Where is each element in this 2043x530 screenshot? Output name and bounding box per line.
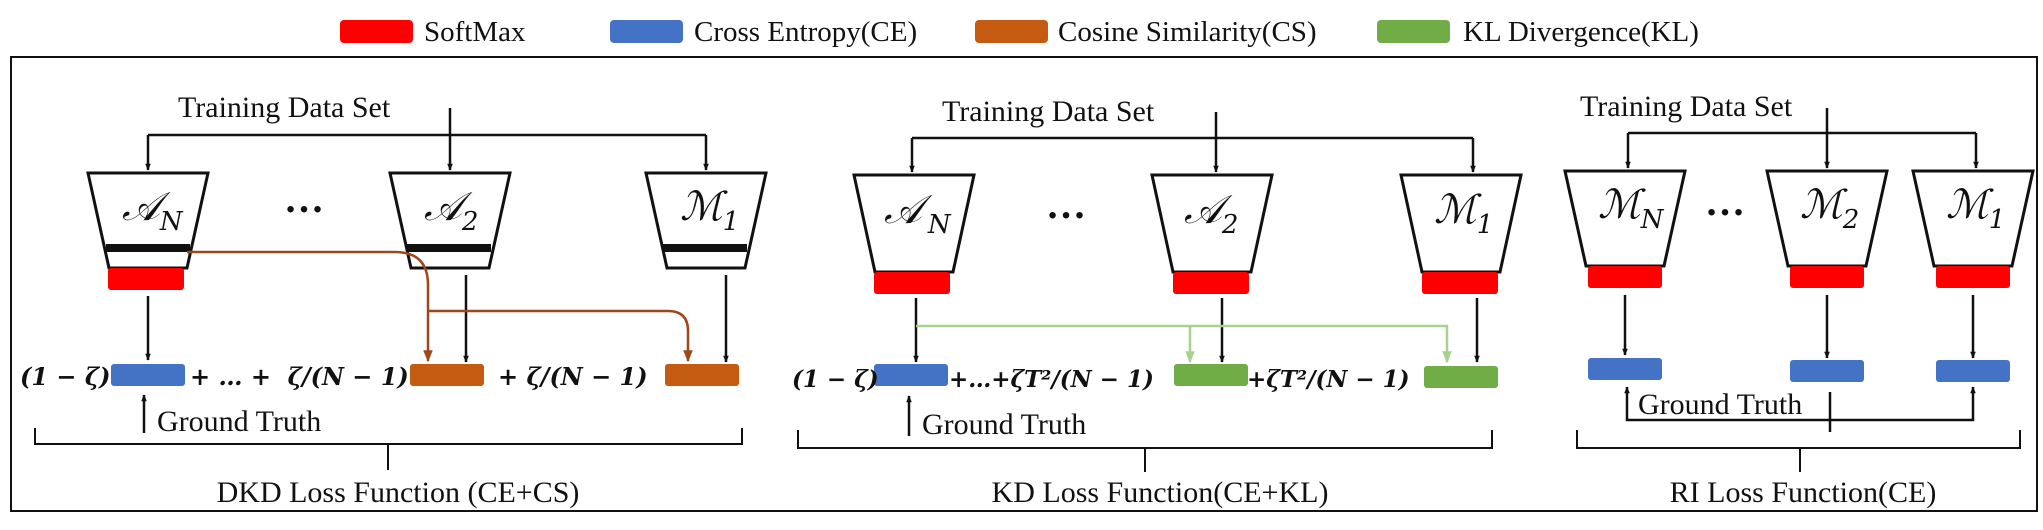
legend: SoftMax Cross Entropy(CE) Cosine Similar… <box>340 16 1699 48</box>
model-subscript: N <box>1640 205 1665 235</box>
model-block: ℳN <box>1563 169 1687 268</box>
panel-dkd: Training Data Set 𝒜N … 𝒜2 ℳ1 <box>20 91 768 509</box>
weight-term: + ζ/(N − 1) <box>498 362 648 391</box>
dataset-label: Training Data Set <box>1580 90 1793 123</box>
svg-text:ℳ1: ℳ1 <box>1946 182 2005 235</box>
model-subscript: 2 <box>1842 205 1860 235</box>
kl-divergence-block <box>1174 364 1248 386</box>
legend-swatch-cs <box>975 20 1048 43</box>
cosine-similarity-block <box>410 364 484 386</box>
model-subscript: 1 <box>1477 210 1494 240</box>
legend-label-cs: Cosine Similarity(CS) <box>1058 16 1317 48</box>
ellipsis: … <box>284 176 324 221</box>
svg-text:ℳ2: ℳ2 <box>1800 182 1859 235</box>
cross-entropy-block <box>1936 360 2010 382</box>
softmax-block <box>874 272 950 294</box>
weight-term: +…+ζT²/(N − 1) <box>949 366 1154 393</box>
softmax-block <box>108 268 184 290</box>
svg-text:𝒜2: 𝒜2 <box>1184 187 1238 240</box>
legend-label-softmax: SoftMax <box>424 16 526 48</box>
cross-entropy-block <box>1790 360 1864 382</box>
ground-truth-label: Ground Truth <box>1638 388 1802 421</box>
model-block: ℳ1 <box>644 171 768 270</box>
model-symbol: ℳ <box>1598 182 1646 228</box>
svg-text:𝒜2: 𝒜2 <box>424 184 478 237</box>
model-subscript: 2 <box>1221 210 1239 240</box>
panel-ri: Training Data Set ℳN … ℳ2 ℳ1 <box>1563 90 2035 509</box>
ellipsis: … <box>1046 182 1086 227</box>
softmax-block <box>1588 266 1662 288</box>
model-symbol: ℳ <box>680 184 728 230</box>
model-subscript: N <box>159 207 184 237</box>
cross-entropy-block <box>1588 358 1662 380</box>
model-block: ℳ2 <box>1765 169 1889 268</box>
brace <box>1576 430 2021 472</box>
softmax-block <box>1173 272 1249 294</box>
legend-swatch-ce <box>610 20 683 43</box>
legend-label-ce: Cross Entropy(CE) <box>694 16 917 48</box>
model-symbol: ℳ <box>1800 182 1848 228</box>
ellipsis: … <box>1705 179 1745 224</box>
softmax-block <box>1936 266 2010 288</box>
model-block: 𝒜N <box>86 171 210 270</box>
model-subscript: 1 <box>723 207 740 237</box>
weight-term: + … + ζ/(N − 1) <box>190 362 409 391</box>
model-block: ℳ1 <box>1399 173 1523 274</box>
ground-truth-label: Ground Truth <box>157 405 321 438</box>
outer-frame <box>10 56 2038 512</box>
legend-swatch-softmax <box>340 20 413 43</box>
model-block: 𝒜2 <box>388 171 512 270</box>
legend-swatch-kl <box>1377 20 1450 43</box>
svg-text:ℳ1: ℳ1 <box>1434 187 1493 240</box>
cosine-similarity-block <box>665 364 739 386</box>
weight-term: +ζT²/(N − 1) <box>1247 366 1410 393</box>
model-subscript: 1 <box>1989 205 2006 235</box>
cross-entropy-block <box>874 364 948 386</box>
ground-truth-label: Ground Truth <box>922 408 1086 441</box>
panel-caption: RI Loss Function(CE) <box>1670 476 1937 509</box>
panel-caption: KD Loss Function(CE+KL) <box>992 476 1329 509</box>
model-symbol: ℳ <box>1434 187 1482 233</box>
weight-term: (1 − ζ) <box>20 362 110 391</box>
cross-entropy-block <box>111 364 185 386</box>
model-block: 𝒜2 <box>1150 173 1274 274</box>
panel-caption: DKD Loss Function (CE+CS) <box>217 476 580 509</box>
model-subscript: N <box>927 210 952 240</box>
dataset-label: Training Data Set <box>942 95 1155 128</box>
softmax-block <box>1422 272 1498 294</box>
weight-term: (1 − ζ) <box>792 366 879 393</box>
model-symbol: ℳ <box>1946 182 1994 228</box>
brace <box>797 430 1493 472</box>
model-subscript: 2 <box>461 207 479 237</box>
dataset-label: Training Data Set <box>178 91 391 124</box>
svg-text:ℳ1: ℳ1 <box>680 184 739 237</box>
model-block: ℳ1 <box>1911 169 2035 268</box>
softmax-block <box>1790 266 1864 288</box>
svg-text:ℳN: ℳN <box>1598 182 1665 235</box>
brace <box>34 428 743 470</box>
kl-divergence-block <box>1424 366 1498 388</box>
legend-label-kl: KL Divergence(KL) <box>1463 16 1699 48</box>
